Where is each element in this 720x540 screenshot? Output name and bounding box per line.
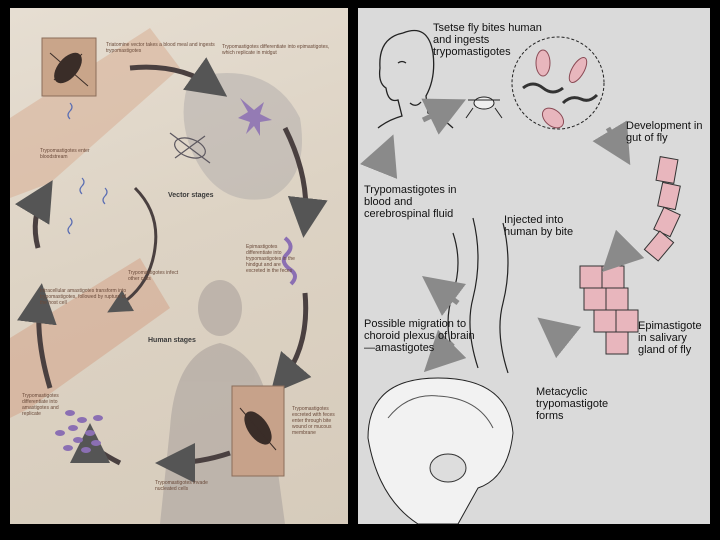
label-blood-csf: Trypomastigotes in blood and cerebrospin…	[364, 184, 457, 220]
label-invade-cells: Trypomastigotes invade nucleated cells	[155, 480, 208, 492]
tsetse-lifecycle-artwork	[360, 29, 681, 524]
fly-gut-segments	[643, 156, 681, 262]
process-arrows	[360, 98, 645, 373]
chagas-lifecycle-diagram: Triatomine vector takes a blood meal and…	[10, 8, 348, 524]
label-vector-blood-meal: Triatomine vector takes a blood meal and…	[106, 42, 215, 54]
label-differentiate-amastigotes: Trypomastigotes differentiate into amast…	[22, 393, 59, 417]
heading-vector-stages: Vector stages	[168, 192, 214, 199]
magnified-blood-cells	[511, 36, 605, 130]
brain-section	[367, 377, 514, 524]
label-choroid: Possible migration to choroid plexus of …	[364, 318, 475, 354]
label-tsetse-bites: Tsetse fly bites human and ingests trypo…	[433, 22, 542, 58]
label-infect-other-cells: Trypomastigotes infect other cells	[128, 270, 179, 282]
bug-feeding-inset	[231, 385, 285, 477]
label-injected: Injected into human by bite	[504, 214, 574, 238]
label-metacyclic: Metacyclic trypomastigote forms	[536, 386, 609, 422]
tsetse-fly	[465, 96, 503, 119]
trypomastigote-squiggles	[67, 102, 108, 235]
heading-human-stages: Human stages	[148, 337, 196, 344]
arm-illustration	[10, 28, 180, 198]
parasite-forms	[55, 98, 297, 453]
label-midgut: Trypomastigotes differentiate into epima…	[222, 44, 330, 56]
triatomine-bug-inset	[41, 37, 97, 97]
vector-gut-region	[183, 73, 302, 200]
label-epimastigote: Epimastigote in salivary gland of fly	[638, 320, 702, 356]
cycle-arrows	[14, 57, 328, 483]
vector-bug	[169, 132, 211, 164]
label-development-gut: Development in gut of fly	[626, 120, 703, 144]
label-excreted-feces: Trypomastigotes excreted with feces ente…	[292, 406, 335, 436]
label-bloodstream: Trypomastigotes enter bloodstream	[40, 148, 90, 160]
tsetse-lifecycle-diagram: Tsetse fly bites human and ingests trypo…	[358, 8, 710, 524]
label-hindgut: Epimastigotes differentiate into trypoma…	[246, 244, 295, 274]
chagas-lifecycle-artwork	[10, 28, 328, 524]
label-intracellular: Intracellular amastigotes transform into…	[40, 288, 127, 306]
salivary-gland-cells	[579, 265, 639, 355]
